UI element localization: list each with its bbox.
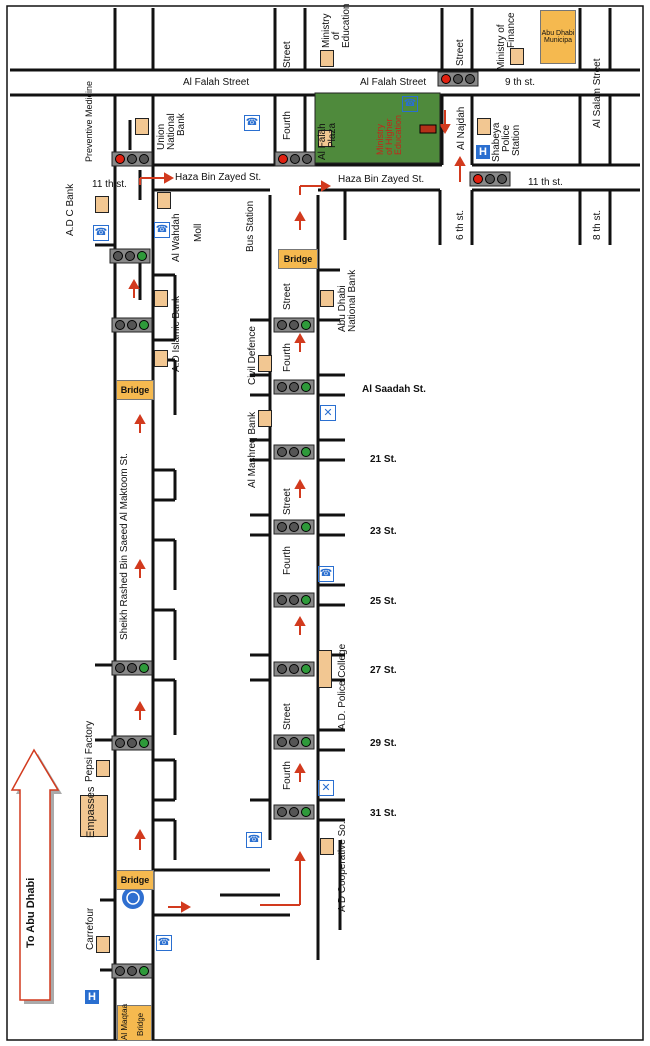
building-marker bbox=[96, 760, 110, 777]
building-marker bbox=[157, 192, 171, 209]
phone-icon: ☎ bbox=[402, 96, 418, 112]
ad-cooperative-label: A D Cooperative So. bbox=[337, 821, 348, 912]
ministry-higher-education-label: Ministry of Higher Education bbox=[375, 114, 403, 155]
al-falah-plaza-area bbox=[314, 92, 441, 164]
street-27-label: 27 St. bbox=[370, 665, 397, 676]
carrefour-label: Carrefour bbox=[85, 907, 96, 950]
al-falah-street-label: Al Falah Street bbox=[183, 77, 250, 88]
fourth-label: Fourth bbox=[282, 546, 293, 575]
sheikh-rashed-street-label: Sheikh Rashed Bin Saeed Al Maktoom St. bbox=[119, 453, 130, 640]
haza-bin-zayed-label: Haza Bin Zayed St. bbox=[175, 172, 262, 183]
eighth-street-label: 8 th st. bbox=[592, 209, 603, 240]
fourth-label: Fourth bbox=[282, 343, 293, 372]
ninth-street-label: 9 th st. bbox=[505, 77, 536, 88]
phone-icon: ☎ bbox=[318, 566, 334, 582]
hospital-icon: H bbox=[476, 145, 490, 159]
abu-dhabi-national-bank-label: Abu Dhabi National Bank bbox=[337, 269, 358, 332]
sixth-street-label: 6 th st. bbox=[455, 209, 466, 240]
civil-defence-label: Civil Defence bbox=[247, 326, 258, 385]
ad-police-college-label: A.D. Police College bbox=[337, 643, 348, 730]
building-marker bbox=[510, 48, 524, 65]
traffic-lights bbox=[109, 71, 511, 979]
al-maqtaa-bridge-box bbox=[117, 1005, 152, 1041]
building-marker bbox=[258, 410, 272, 427]
building-marker bbox=[96, 936, 110, 953]
hospital-icon: H bbox=[85, 990, 99, 1004]
ministry-education-label: Ministry of Education bbox=[321, 3, 352, 48]
phone-icon: ☎ bbox=[93, 225, 109, 241]
ministry-finance-label: Ministry of Finance bbox=[496, 12, 517, 70]
haza-bin-zayed-label: Haza Bin Zayed St. bbox=[338, 174, 425, 185]
building-marker bbox=[154, 350, 168, 367]
al-najdah-label: Al Najdah bbox=[456, 106, 467, 150]
street-29-label: 29 St. bbox=[370, 738, 397, 749]
road-lines bbox=[6, 5, 644, 1041]
plaza-building-marker bbox=[419, 124, 437, 134]
al-salam-street-label: Al Salam Street bbox=[592, 58, 603, 128]
building-marker bbox=[320, 838, 334, 855]
eleventh-street-label: 11 th st. bbox=[92, 179, 127, 190]
shabeya-police-station-label: Shabeya Police Station bbox=[491, 122, 522, 162]
street-label: Street bbox=[282, 703, 293, 730]
direction-arrows bbox=[128, 110, 466, 913]
street-23-label: 23 St. bbox=[370, 526, 397, 537]
union-national-bank-label: Union National Bank bbox=[156, 113, 187, 150]
mail-icon: ✕ bbox=[318, 780, 334, 796]
mail-icon: ✕ bbox=[320, 405, 336, 421]
phone-icon: ☎ bbox=[154, 222, 170, 238]
building-marker bbox=[320, 50, 334, 67]
bridge-box: Bridge bbox=[116, 380, 154, 400]
street-25-label: 25 St. bbox=[370, 596, 397, 607]
al-falah-street-label: Al Falah Street bbox=[360, 77, 427, 88]
building-marker bbox=[320, 290, 334, 307]
al-wahdah-moll-label: Al Wahdah Moll bbox=[171, 213, 204, 262]
street-label: Street bbox=[282, 488, 293, 515]
street-label: Street bbox=[282, 41, 293, 68]
municipality-box: Abu Dhabi Municipa bbox=[540, 10, 576, 64]
street-label: Street bbox=[455, 39, 466, 66]
ad-islamic-bank-label: A.D Islamic Bank bbox=[171, 295, 182, 372]
eleventh-street-label: 11 th st. bbox=[528, 177, 563, 188]
al-mashreq-bank-label: Al Mashreq Bank bbox=[247, 411, 258, 488]
al-maqtaa-label: Al Maqtaa bbox=[120, 1003, 129, 1040]
to-abu-dhabi-label: To Abu Dhabi bbox=[25, 877, 37, 948]
empasses-marker bbox=[80, 795, 108, 837]
building-marker bbox=[135, 118, 149, 135]
building-marker bbox=[318, 130, 332, 147]
phone-icon: ☎ bbox=[244, 115, 260, 131]
al-falah-plaza-label: Al Falah Plaza bbox=[317, 122, 338, 160]
street-31-label: 31 St. bbox=[370, 808, 397, 819]
fourth-label: Fourth bbox=[282, 761, 293, 790]
street-label: Street bbox=[282, 283, 293, 310]
preventive-medicine-label: Preventive Medicine bbox=[84, 80, 94, 162]
street-21-label: 21 St. bbox=[370, 454, 397, 465]
phone-icon: ☎ bbox=[246, 832, 262, 848]
building-marker bbox=[95, 196, 109, 213]
pepsi-factory-label: Pepsi Factory bbox=[84, 720, 95, 782]
bus-station-label: Bus Station bbox=[245, 200, 256, 252]
building-marker bbox=[154, 290, 168, 307]
bridge-box: Bridge bbox=[278, 249, 318, 269]
police-college-marker bbox=[318, 650, 332, 688]
al-saadah-street-label: Al Saadah St. bbox=[362, 384, 426, 395]
building-marker bbox=[258, 355, 272, 372]
phone-icon: ☎ bbox=[156, 935, 172, 951]
to-abu-dhabi-arrow bbox=[10, 748, 62, 1004]
empasses-label: Empasses bbox=[85, 786, 97, 838]
bridge-box: Bridge bbox=[116, 870, 154, 890]
adc-bank-label: A.D C Bank bbox=[65, 183, 76, 236]
building-marker bbox=[477, 118, 491, 135]
fourth-label: Fourth bbox=[282, 111, 293, 140]
bridge-label: Bridge bbox=[136, 1012, 145, 1036]
